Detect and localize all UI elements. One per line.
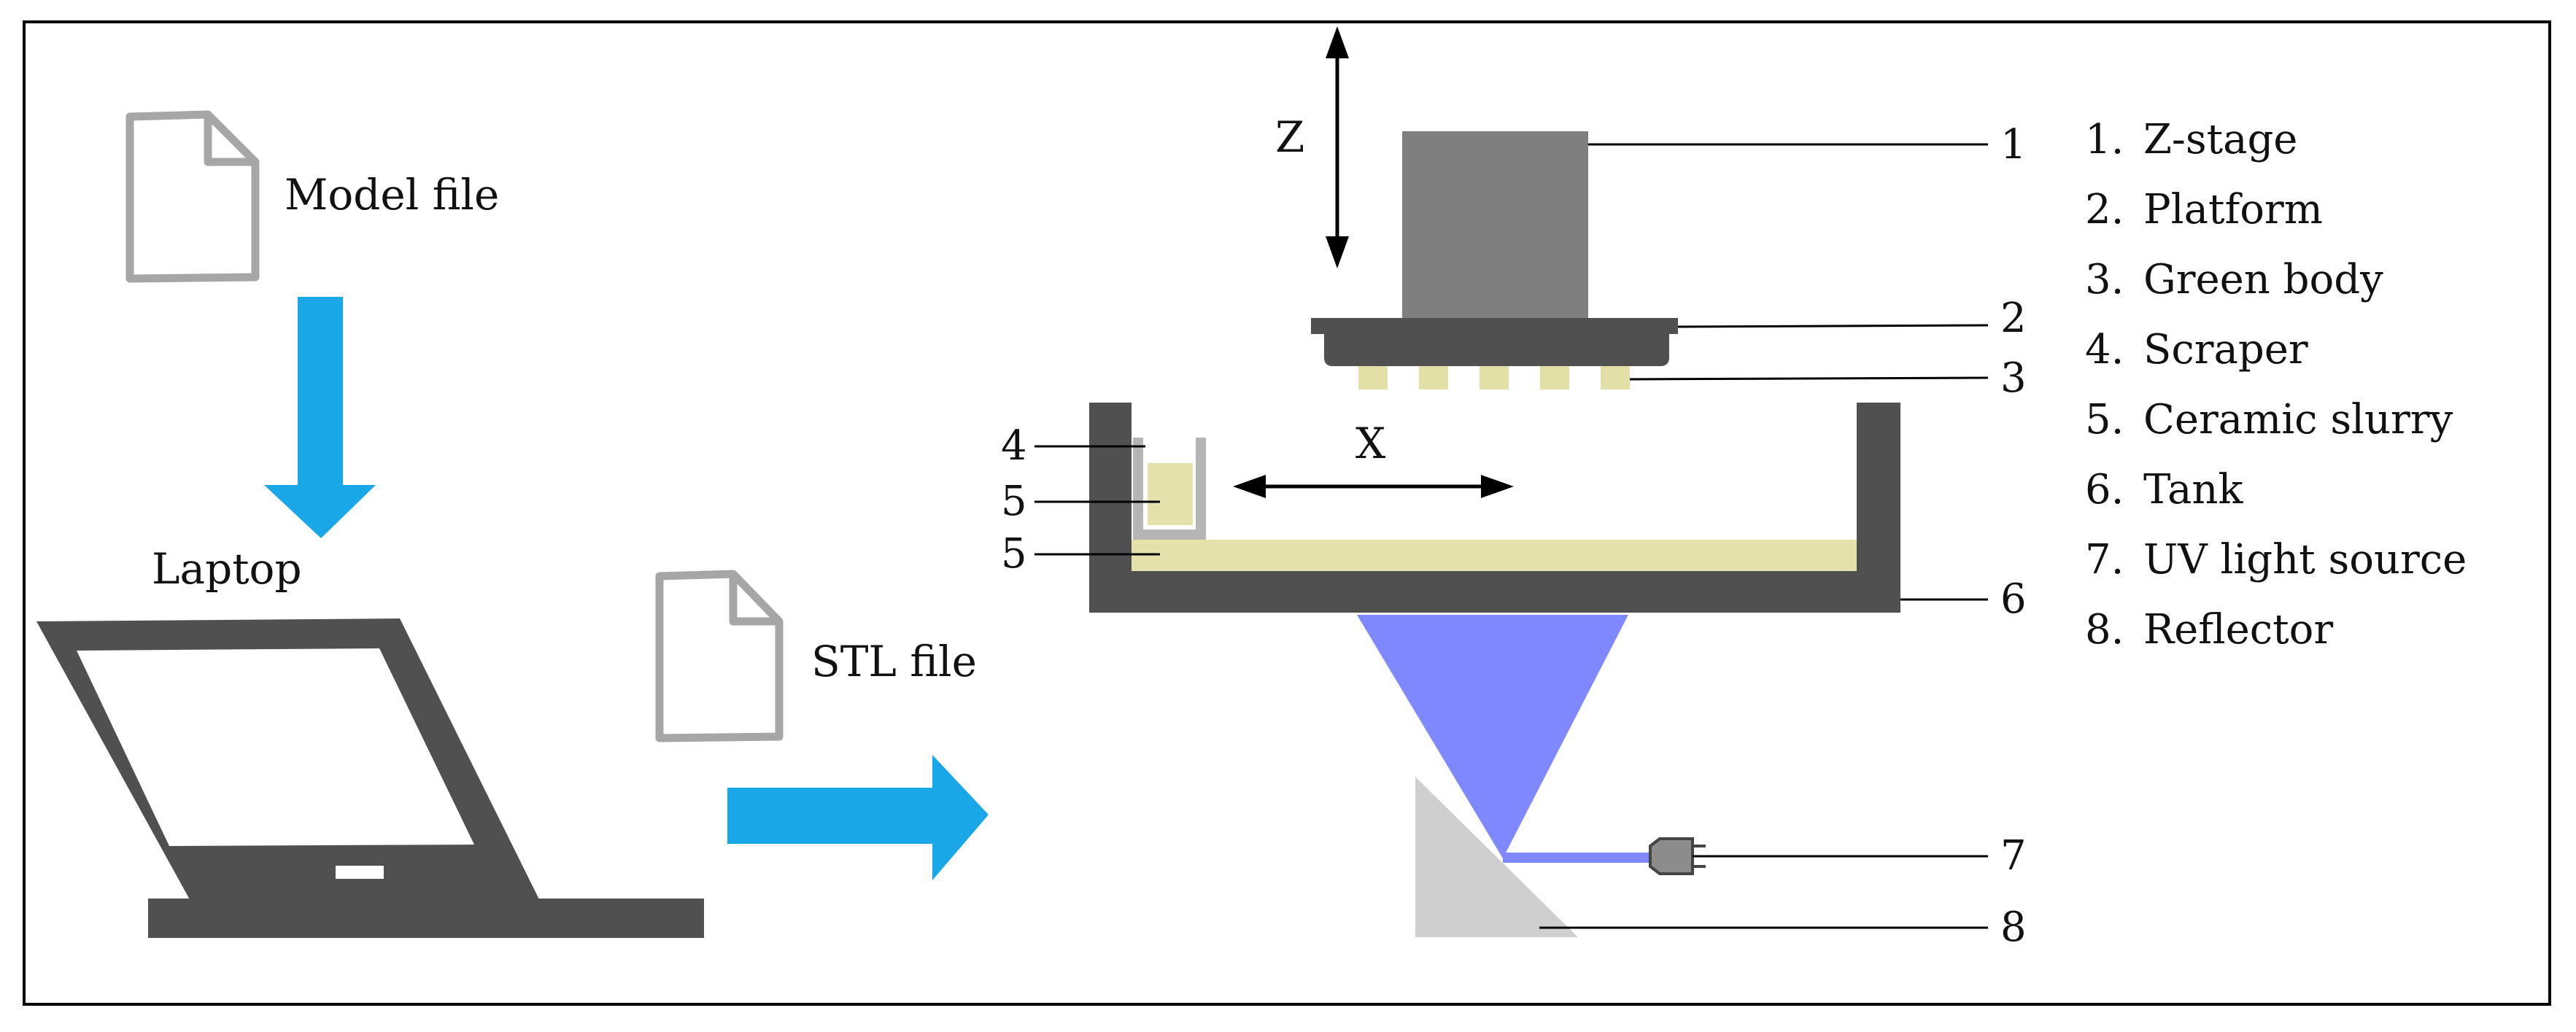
legend-num: 8.	[2085, 606, 2124, 653]
legend-text: Ceramic slurry	[2143, 396, 2453, 443]
ceramic-slurry-tank	[1132, 540, 1857, 571]
callout-3: 3	[2000, 354, 2027, 402]
tank	[1089, 403, 1900, 613]
stl-file-icon	[655, 570, 784, 742]
x-axis-label: X	[1355, 419, 1386, 468]
legend-text: Tank	[2143, 466, 2243, 513]
callout-1: 1	[2000, 121, 2027, 168]
legend-num: 7.	[2085, 536, 2124, 583]
x-axis-arrow	[1233, 475, 1514, 498]
legend-text: Platform	[2143, 186, 2323, 233]
reflector	[1415, 777, 1578, 937]
legend-text: Scraper	[2143, 326, 2308, 373]
laptop-label: Laptop	[152, 544, 302, 594]
callout-5-tank: 5	[1001, 530, 1027, 578]
legend-text: Reflector	[2143, 606, 2333, 653]
flow-arrow-down	[264, 297, 376, 538]
leader-lines	[1034, 143, 1989, 929]
laptop-icon	[36, 618, 704, 938]
legend-num: 4.	[2085, 326, 2124, 373]
legend-num: 6.	[2085, 466, 2124, 513]
callout-5-scraper: 5	[1001, 478, 1027, 525]
legend-num: 5.	[2085, 396, 2124, 443]
uv-light-source-icon	[1649, 837, 1706, 875]
legend-num: 1.	[2085, 116, 2124, 163]
legend: 1. Z-stage 2. Platform 3. Green body 4. …	[2085, 116, 2467, 653]
callout-4: 4	[1001, 422, 1027, 470]
callout-7: 7	[2000, 832, 2027, 880]
uv-beam-cone	[1357, 615, 1628, 858]
flow-arrow-right	[727, 755, 989, 880]
callout-6: 6	[2000, 575, 2027, 623]
model-file-icon	[125, 110, 260, 283]
uv-beam	[1503, 853, 1660, 863]
model-file-label: Model file	[285, 170, 499, 220]
z-stage	[1402, 131, 1588, 319]
legend-num: 2.	[2085, 186, 2124, 233]
legend-num: 3.	[2085, 256, 2124, 303]
legend-text: Green body	[2143, 256, 2383, 303]
stl-file-label: STL file	[811, 637, 977, 686]
green-body	[1358, 366, 1630, 389]
callout-2: 2	[2000, 295, 2027, 342]
legend-text: UV light source	[2143, 536, 2467, 583]
platform	[1311, 318, 1678, 366]
z-axis-arrow	[1326, 26, 1349, 268]
legend-text: Z-stage	[2143, 116, 2297, 163]
scraper	[1133, 438, 1206, 540]
z-axis-label: Z	[1275, 112, 1304, 162]
callout-8: 8	[2000, 904, 2027, 951]
